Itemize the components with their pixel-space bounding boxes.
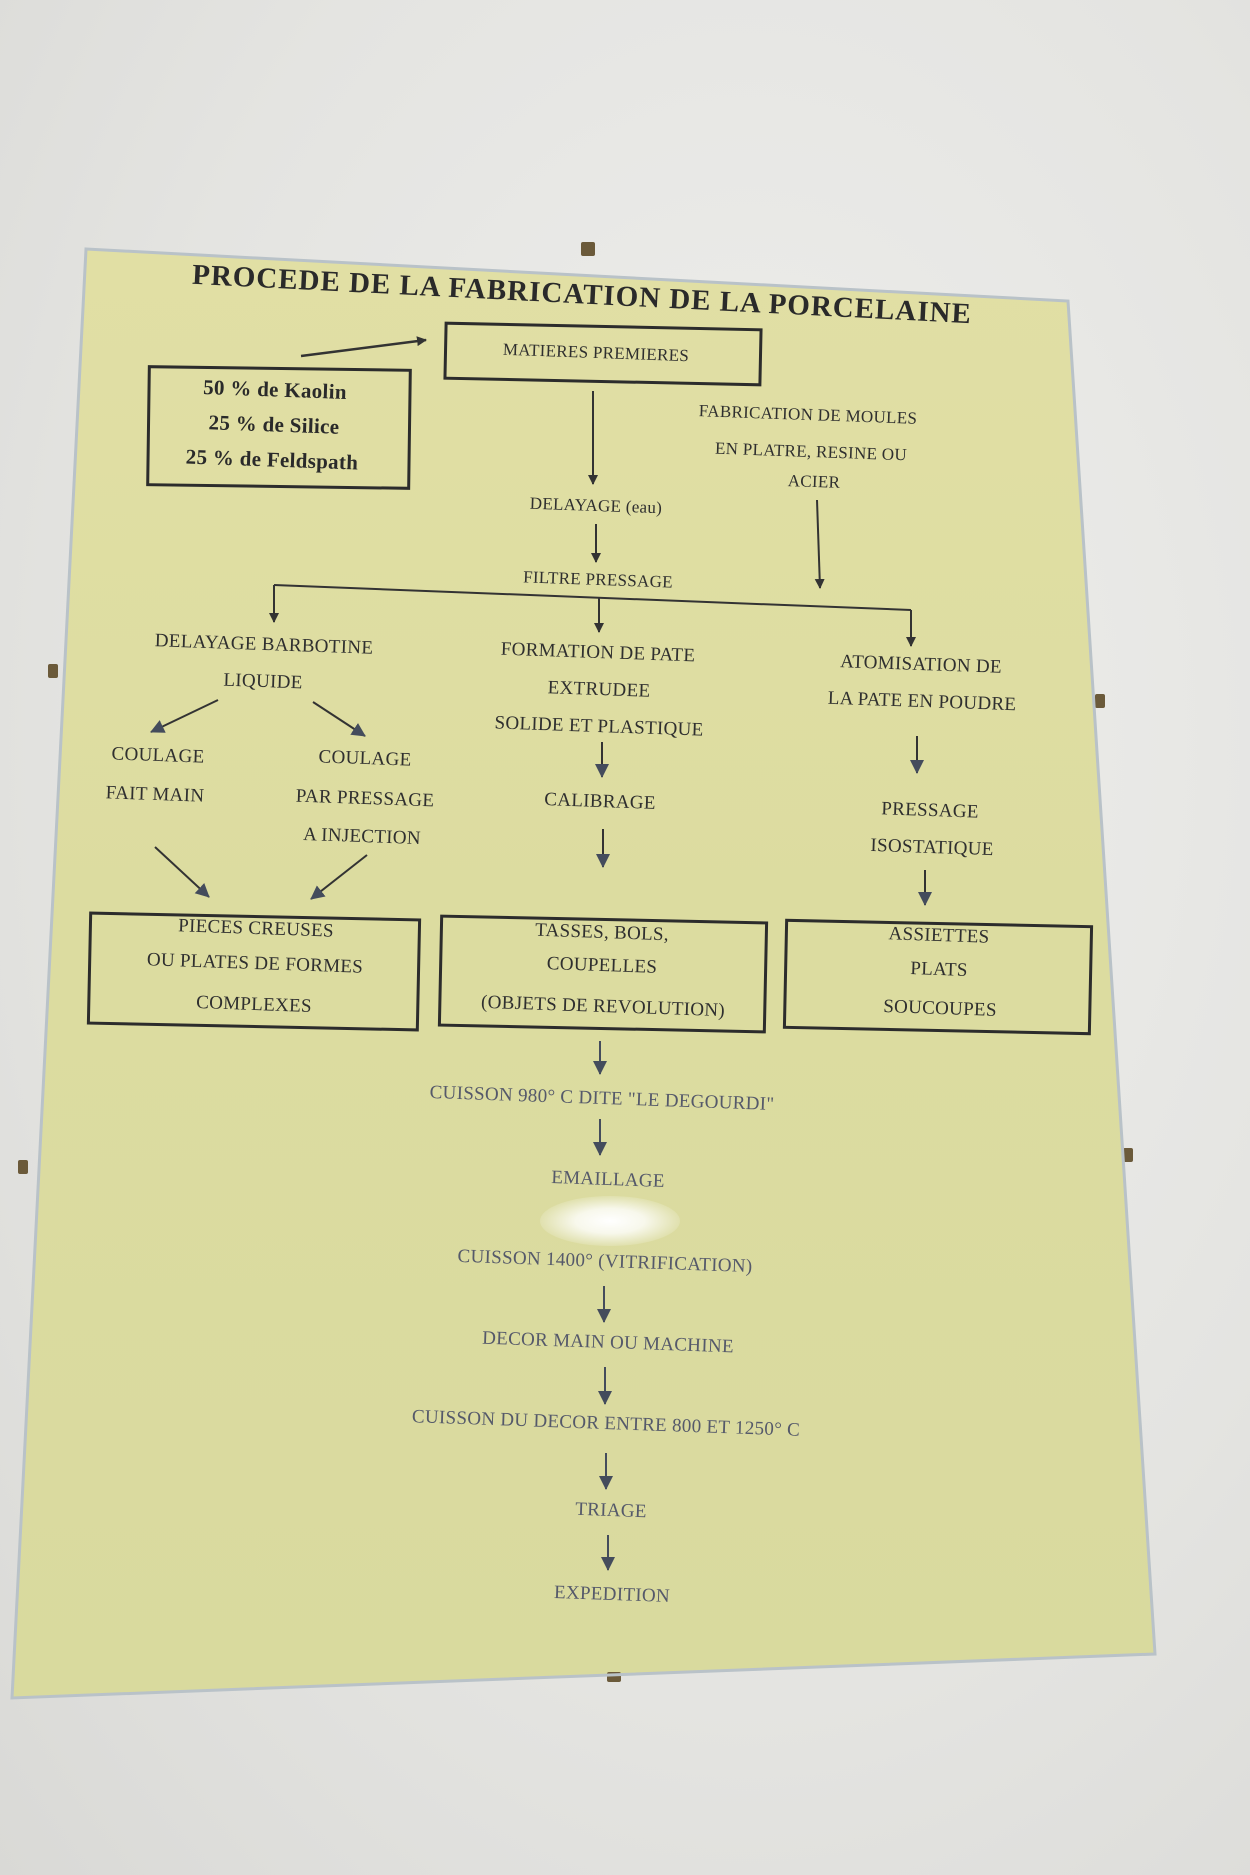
bottom-clip bbox=[607, 1672, 621, 1682]
ingredient-kaolin: 50 % de Kaolin bbox=[202, 375, 348, 404]
coulage-pressage-line-3: A INJECTION bbox=[302, 823, 422, 850]
arrow-fait-main-to-box bbox=[154, 846, 210, 898]
arrow-liquide-to-coulage-pressage bbox=[312, 701, 366, 737]
light-glare bbox=[540, 1196, 680, 1246]
arrow-liquide-to-coulage-main bbox=[150, 699, 219, 733]
branch-left-line-2: LIQUIDE bbox=[223, 669, 303, 694]
pressage-line-1: PRESSAGE bbox=[880, 798, 980, 823]
left-clip-lower bbox=[18, 1160, 28, 1174]
coulage-pressage-line-1: COULAGE bbox=[318, 746, 412, 771]
step-expedition: EXPEDITION bbox=[553, 1581, 671, 1608]
branch-line bbox=[273, 584, 912, 611]
box-right-line-1: ASSIETTES bbox=[888, 923, 990, 948]
box-left-line-3: COMPLEXES bbox=[195, 991, 313, 1018]
arrow-injection-to-box bbox=[310, 854, 368, 900]
arrow-moulds-to-filtre bbox=[814, 499, 825, 589]
ingredient-silice: 25 % de Silice bbox=[208, 410, 340, 439]
branch-middle-line-2: EXTRUDEE bbox=[547, 677, 651, 702]
moulds-line-3: ACIER bbox=[787, 471, 841, 492]
pressage-line-2: ISOSTATIQUE bbox=[870, 834, 994, 861]
box-middle-line-2: COUPELLES bbox=[546, 953, 658, 978]
coulage-main-line-2: FAIT MAIN bbox=[105, 782, 205, 807]
left-clip bbox=[48, 664, 58, 678]
box-middle-line-1: TASSES, BOLS, bbox=[534, 919, 670, 946]
step-emaillage: EMAILLAGE bbox=[550, 1167, 666, 1192]
top-clip bbox=[581, 242, 595, 256]
calibrage-step: CALIBRAGE bbox=[543, 789, 657, 814]
frame-glass-edge bbox=[10, 247, 1157, 1700]
arrow-ingredients-to-raw bbox=[300, 336, 427, 358]
right-clip bbox=[1095, 694, 1105, 708]
box-right-line-2: PLATS bbox=[909, 958, 969, 981]
coulage-main-line-1: COULAGE bbox=[111, 743, 205, 768]
box-right-line-3: SOUCOUPES bbox=[882, 996, 998, 1021]
step-triage: TRIAGE bbox=[574, 1498, 648, 1523]
right-clip-lower bbox=[1123, 1148, 1133, 1162]
